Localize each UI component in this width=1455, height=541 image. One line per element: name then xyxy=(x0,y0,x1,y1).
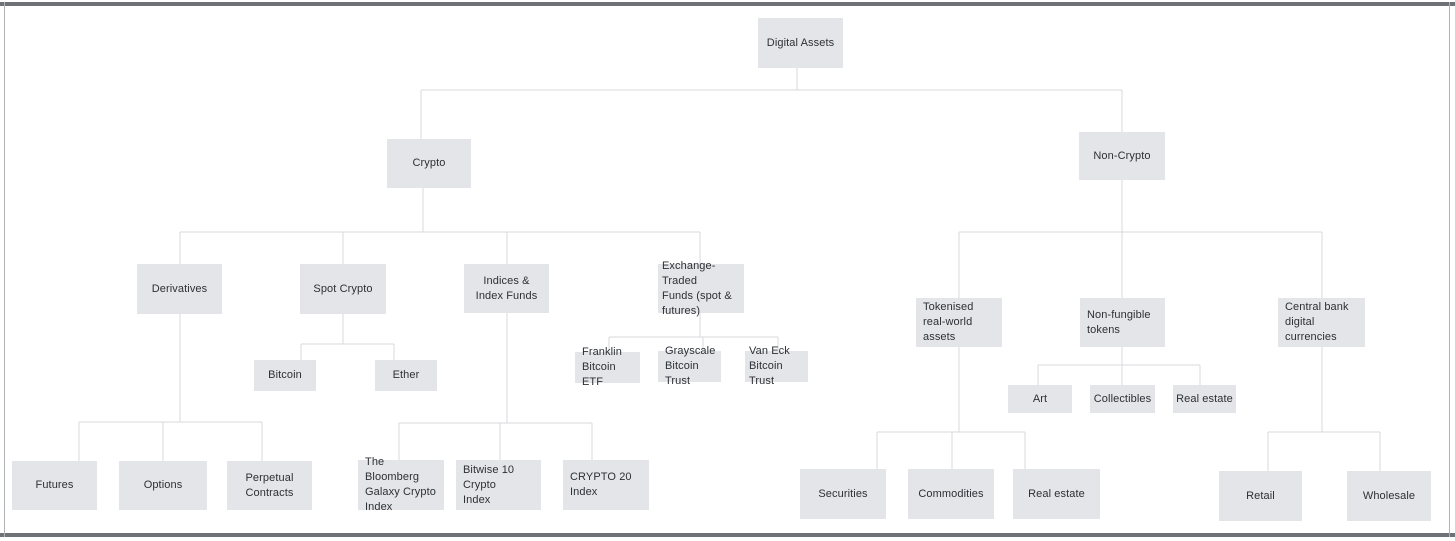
node-franklin-bitcoin-etf: Franklin Bitcoin ETF xyxy=(575,346,640,388)
node-bloomberg-galaxy-crypto-index: The Bloomberg Galaxy Crypto Index xyxy=(358,456,444,513)
node-digital-assets: Digital Assets xyxy=(758,18,843,68)
node-perpetual-contracts: Perpetual Contracts xyxy=(227,461,312,510)
node-options: Options xyxy=(119,461,207,510)
node-spot-crypto: Spot Crypto xyxy=(300,264,386,314)
node-non-crypto: Non-Crypto xyxy=(1079,132,1165,180)
node-art: Art xyxy=(1008,385,1072,413)
node-crypto-20-index: CRYPTO 20 Index xyxy=(563,460,649,510)
node-derivatives: Derivatives xyxy=(137,264,222,314)
node-tokenised-real-world-assets: Tokenised real-world assets xyxy=(916,298,1002,347)
node-crypto: Crypto xyxy=(387,139,471,188)
node-wholesale: Wholesale xyxy=(1347,471,1431,521)
frame-left-border xyxy=(4,2,5,537)
frame-bottom-border xyxy=(0,533,1455,537)
node-securities: Securities xyxy=(800,469,886,519)
frame-top-border xyxy=(0,2,1455,6)
node-collectibles: Collectibles xyxy=(1090,385,1155,413)
node-exchange-traded-funds: Exchange-Traded Funds (spot & futures) xyxy=(658,260,744,317)
node-central-bank-digital-currencies: Central bank digital currencies xyxy=(1278,298,1365,347)
node-real-estate-tokenised: Real estate xyxy=(1013,469,1100,519)
node-ether: Ether xyxy=(375,360,437,391)
node-bitwise-10-crypto-index: Bitwise 10 Crypto Index xyxy=(456,460,541,510)
node-bitcoin: Bitcoin xyxy=(254,360,316,391)
frame-right-border xyxy=(1449,2,1450,537)
node-indices-index-funds: Indices & Index Funds xyxy=(464,264,549,313)
node-non-fungible-tokens: Non-fungible tokens xyxy=(1080,298,1165,347)
node-futures: Futures xyxy=(12,461,97,510)
node-grayscale-bitcoin-trust: Grayscale Bitcoin Trust xyxy=(658,345,721,387)
node-commodities: Commodities xyxy=(908,469,994,519)
node-van-eck-bitcoin-trust: Van Eck Bitcoin Trust xyxy=(745,345,808,387)
node-retail: Retail xyxy=(1219,471,1302,521)
node-real-estate-nft: Real estate xyxy=(1173,385,1236,413)
